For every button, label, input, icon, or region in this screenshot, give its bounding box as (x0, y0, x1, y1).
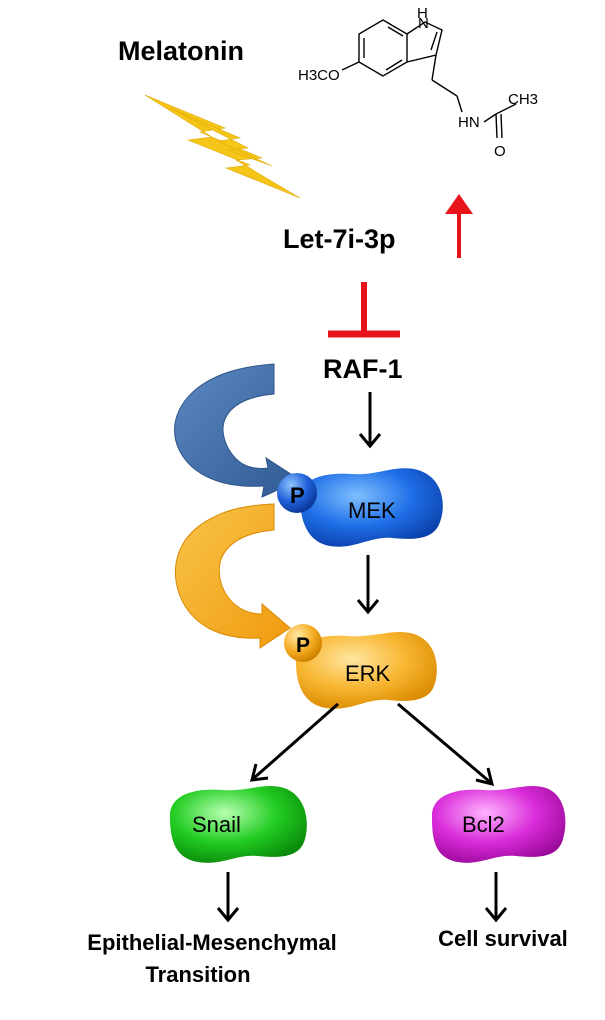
methyl-label: CH3 (508, 91, 538, 108)
snail-node (170, 786, 307, 863)
erk-phospho-node (284, 624, 322, 662)
mek-phospho-node (277, 473, 317, 513)
blue-curved-arrow-icon (174, 363, 302, 498)
ring-n-label: N (418, 15, 429, 32)
amide-nh-label: HN (458, 114, 480, 131)
mek-phospho-label: P (290, 483, 305, 508)
arrow-bcl2-to-survival (484, 872, 508, 923)
methoxy-label: H3CO (298, 67, 340, 84)
emt-label-line1: Epithelial-Mesenchymal (87, 930, 336, 955)
bcl2-label: Bcl2 (462, 812, 505, 837)
arrow-erk-to-bcl2 (397, 702, 495, 787)
lightning-icon (144, 94, 301, 199)
upregulation-arrow-icon (445, 194, 473, 258)
melatonin-label: Melatonin (118, 36, 244, 66)
raf1-label: RAF-1 (323, 354, 403, 384)
erk-label: ERK (345, 661, 391, 686)
arrow-raf-to-mek (358, 392, 382, 449)
arrow-mek-to-erk (356, 555, 380, 615)
arrow-erk-to-snail (250, 702, 339, 782)
oxygen-label: O (494, 143, 506, 160)
mek-node (300, 468, 443, 547)
melatonin-structure (341, 19, 517, 139)
bcl2-node (432, 786, 566, 863)
snail-label: Snail (192, 812, 241, 837)
cell-survival-label: Cell survival (438, 926, 568, 951)
erk-node (296, 632, 437, 709)
inhibition-icon (328, 282, 400, 338)
orange-curved-arrow-icon (174, 503, 291, 649)
erk-phospho-label: P (296, 634, 310, 657)
let7-label: Let-7i-3p (283, 224, 396, 254)
mek-label: MEK (348, 498, 396, 523)
ring-h-label: H (417, 5, 428, 22)
arrow-snail-to-emt (216, 872, 240, 923)
emt-label-line2: Transition (145, 962, 250, 987)
